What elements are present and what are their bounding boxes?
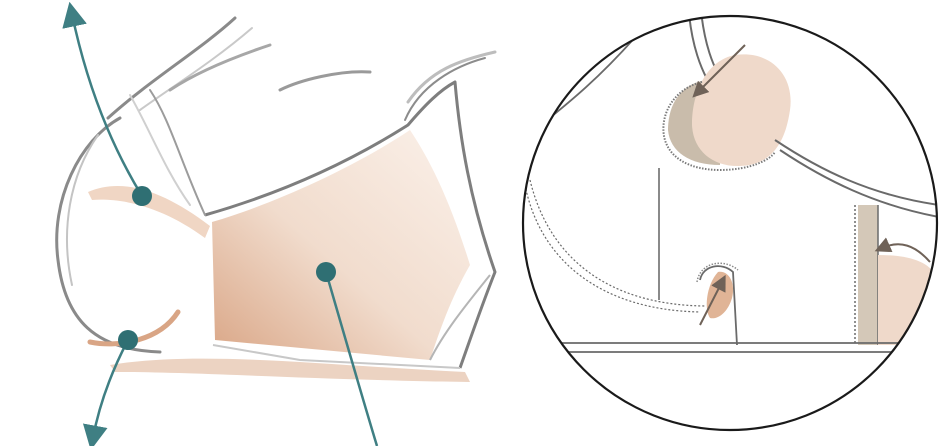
lower-band xyxy=(110,358,470,382)
strap-outline xyxy=(106,16,237,120)
upper-pad xyxy=(692,54,791,167)
right-pad xyxy=(878,255,937,345)
underwire xyxy=(87,309,181,347)
side-panel xyxy=(212,130,470,360)
detail-magnified-view xyxy=(521,14,939,432)
callout-underwire xyxy=(82,330,138,446)
back-wing-outline xyxy=(204,80,497,369)
callout-upper-cup xyxy=(62,1,152,206)
bra-illustration xyxy=(55,1,497,446)
upper-cup-band xyxy=(88,185,210,238)
cup-outline xyxy=(55,116,162,354)
callout-side-panel xyxy=(316,262,379,446)
